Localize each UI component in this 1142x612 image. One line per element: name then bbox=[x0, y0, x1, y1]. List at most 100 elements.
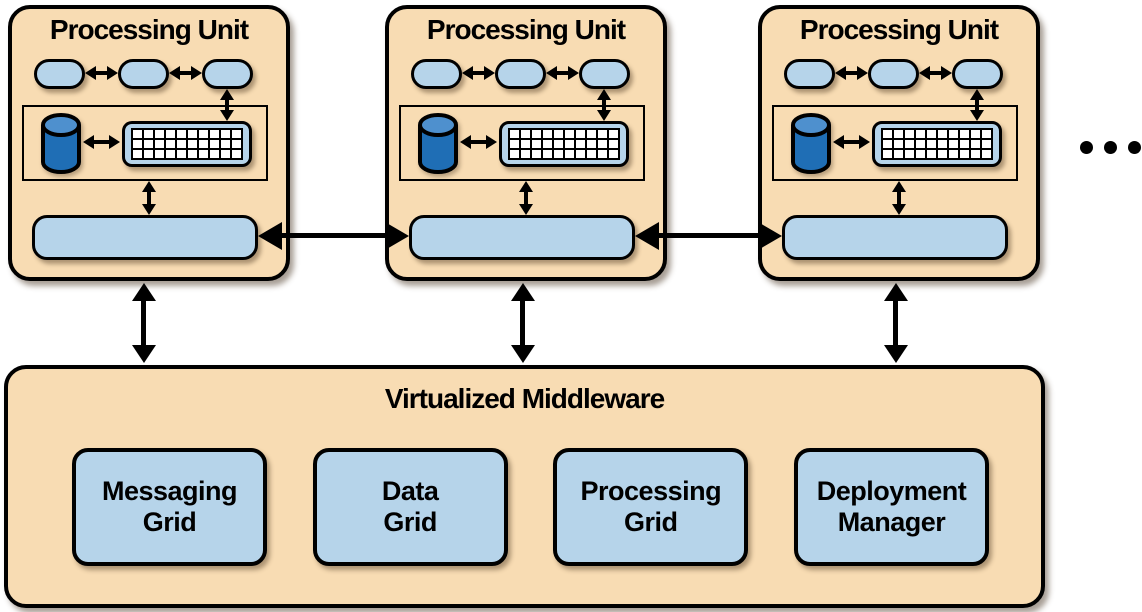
memory-grid-cell bbox=[232, 130, 241, 138]
memory-grid-table bbox=[508, 128, 620, 160]
processing-module-node bbox=[202, 59, 253, 89]
memory-grid-cell bbox=[543, 130, 552, 138]
memory-grid-cell bbox=[177, 150, 186, 158]
database-cylinder-icon bbox=[418, 113, 458, 174]
memory-grid-cell bbox=[188, 130, 197, 138]
memory-grid-cell bbox=[883, 150, 892, 158]
memory-grid-cell bbox=[210, 140, 219, 148]
data-store-group bbox=[772, 105, 1018, 181]
memory-grid-cell bbox=[155, 150, 164, 158]
memory-grid-cell bbox=[199, 130, 208, 138]
memory-grid-cell bbox=[210, 130, 219, 138]
memory-grid-cell bbox=[916, 140, 925, 148]
memory-grid-cell bbox=[510, 140, 519, 148]
memory-grid-cell bbox=[949, 130, 958, 138]
memory-grid-cell bbox=[938, 140, 947, 148]
memory-grid-cell bbox=[188, 140, 197, 148]
module-sync-arrow bbox=[557, 71, 568, 75]
memory-grid-cell bbox=[565, 130, 574, 138]
memory-grid-cell bbox=[938, 150, 947, 158]
memory-grid-cell bbox=[587, 140, 596, 148]
ellipsis-dot bbox=[1080, 141, 1093, 154]
module-sync-arrow bbox=[846, 71, 857, 75]
memory-grid-cell bbox=[609, 150, 618, 158]
memory-grid-cell bbox=[960, 140, 969, 148]
database-cylinder-icon bbox=[41, 113, 81, 174]
memory-grid-cell bbox=[576, 140, 585, 148]
memory-grid-cell bbox=[883, 140, 892, 148]
memory-grid-cell bbox=[133, 130, 142, 138]
data-grid-box: Data Grid bbox=[312, 448, 508, 566]
processing-module-node bbox=[579, 59, 630, 89]
in-memory-data-grid-icon bbox=[499, 121, 629, 167]
memory-grid-cell bbox=[587, 130, 596, 138]
in-memory-data-grid-icon bbox=[122, 121, 252, 167]
grid-to-bus-arrow bbox=[524, 192, 528, 204]
memory-grid-cell bbox=[587, 150, 596, 158]
replication-bus-bar bbox=[782, 215, 1008, 260]
memory-grid-cell bbox=[554, 150, 563, 158]
more-units-ellipsis-icon bbox=[1080, 141, 1141, 154]
memory-grid-cell bbox=[510, 150, 519, 158]
processing-module-node bbox=[952, 59, 1003, 89]
memory-grid-cell bbox=[598, 140, 607, 148]
module-sync-arrow bbox=[180, 71, 191, 75]
memory-grid-cell bbox=[188, 150, 197, 158]
memory-grid-table bbox=[131, 128, 243, 160]
memory-grid-cell bbox=[521, 140, 530, 148]
memory-grid-table bbox=[881, 128, 993, 160]
memory-grid-cell bbox=[894, 130, 903, 138]
processing-unit-panel-1: Processing Unit bbox=[8, 5, 290, 281]
memory-grid-cell bbox=[554, 130, 563, 138]
module-sync-arrow bbox=[96, 71, 107, 75]
memory-grid-cell bbox=[543, 150, 552, 158]
unit-to-middleware-arrow bbox=[520, 301, 525, 345]
memory-grid-cell bbox=[971, 130, 980, 138]
grid-to-bus-arrow bbox=[147, 192, 151, 204]
database-cylinder-icon bbox=[791, 113, 831, 174]
memory-grid-cell bbox=[894, 150, 903, 158]
processing-module-node bbox=[784, 59, 835, 89]
processing-unit-title: Processing Unit bbox=[799, 14, 999, 45]
module-sync-arrow bbox=[473, 71, 484, 75]
memory-grid-cell bbox=[949, 140, 958, 148]
memory-grid-cell bbox=[133, 140, 142, 148]
memory-grid-cell bbox=[177, 130, 186, 138]
ellipsis-dot bbox=[1104, 141, 1117, 154]
processing-module-node bbox=[411, 59, 462, 89]
memory-grid-cell bbox=[609, 140, 618, 148]
memory-grid-cell bbox=[166, 130, 175, 138]
database-to-grid-arrow bbox=[94, 140, 109, 144]
memory-grid-cell bbox=[521, 130, 530, 138]
memory-grid-cell bbox=[982, 150, 991, 158]
memory-grid-cell bbox=[905, 130, 914, 138]
deployment-manager-box: Deployment Manager bbox=[793, 448, 989, 566]
unit-to-unit-replication-arrow bbox=[659, 233, 758, 238]
processing-unit-title: Processing Unit bbox=[49, 14, 249, 45]
memory-grid-cell bbox=[576, 130, 585, 138]
memory-grid-cell bbox=[916, 150, 925, 158]
memory-grid-cell bbox=[565, 150, 574, 158]
database-to-grid-arrow bbox=[471, 140, 486, 144]
unit-to-middleware-arrow bbox=[893, 301, 898, 345]
processing-unit-panel-2: Processing Unit bbox=[385, 5, 667, 281]
memory-grid-cell bbox=[532, 130, 541, 138]
unit-to-unit-replication-arrow bbox=[282, 233, 385, 238]
memory-grid-cell bbox=[521, 150, 530, 158]
memory-grid-cell bbox=[565, 140, 574, 148]
memory-grid-cell bbox=[210, 150, 219, 158]
unit-to-middleware-arrow bbox=[141, 301, 146, 345]
memory-grid-cell bbox=[554, 140, 563, 148]
processing-module-node bbox=[868, 59, 919, 89]
memory-grid-cell bbox=[543, 140, 552, 148]
processing-unit-title: Processing Unit bbox=[426, 14, 626, 45]
memory-grid-cell bbox=[144, 130, 153, 138]
memory-grid-cell bbox=[232, 140, 241, 148]
memory-grid-cell bbox=[155, 140, 164, 148]
memory-grid-cell bbox=[938, 130, 947, 138]
memory-grid-cell bbox=[510, 130, 519, 138]
memory-grid-cell bbox=[894, 140, 903, 148]
memory-grid-cell bbox=[532, 140, 541, 148]
memory-grid-cell bbox=[883, 130, 892, 138]
